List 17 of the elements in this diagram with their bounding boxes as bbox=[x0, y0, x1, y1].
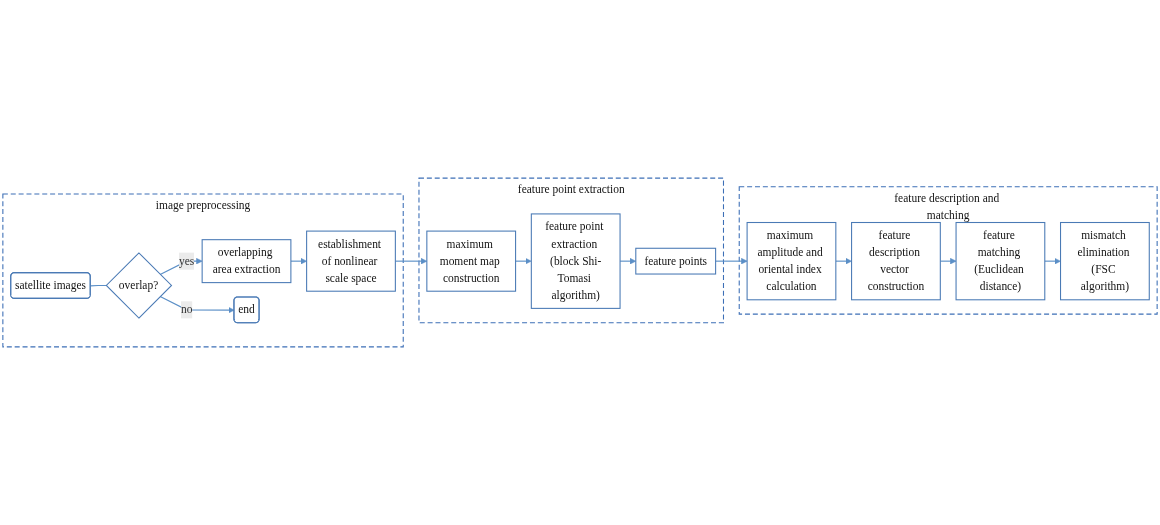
edge-label: no bbox=[180, 303, 193, 316]
arrow bbox=[835, 258, 852, 265]
node-box: feature points bbox=[635, 247, 717, 275]
node-box: maximum amplitude and oriental index calculation bbox=[746, 221, 837, 301]
edge-label: yes bbox=[179, 254, 195, 267]
arrow bbox=[290, 258, 307, 265]
node-box: feature description vector construction bbox=[851, 221, 941, 301]
node-box: establishment of nonlinear scale space bbox=[306, 230, 396, 292]
node-box: mismatch elimination (FSC algorithm) bbox=[1060, 221, 1150, 301]
arrow bbox=[715, 258, 748, 265]
node-box: maximum moment map construction bbox=[426, 230, 517, 292]
node-box: feature point extraction (block Shi-Tomasi algorithm) bbox=[530, 213, 621, 309]
arrow bbox=[515, 258, 532, 265]
arrow bbox=[1044, 258, 1061, 265]
node-diamond: overlap? bbox=[105, 252, 173, 319]
node-box: feature matching (Euclidean distance) bbox=[955, 221, 1046, 301]
node-box: overlapping area extraction bbox=[201, 239, 292, 284]
